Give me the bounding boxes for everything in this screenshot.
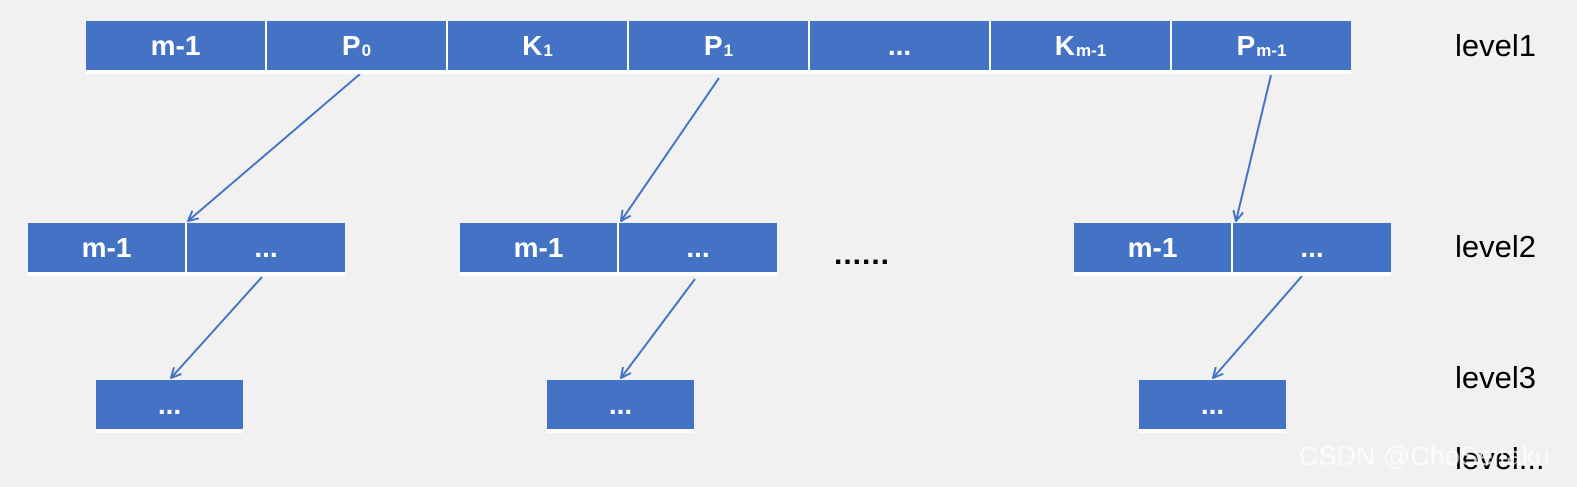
- leaf-ellipsis-cell: ...: [1139, 380, 1286, 433]
- child-key-count-cell: m-1: [28, 223, 187, 276]
- leaf-node-1: ...: [96, 380, 243, 433]
- arrow-p1-to-child-2: [621, 77, 720, 221]
- level-label-4: level...: [1455, 441, 1545, 476]
- sibling-ellipsis: ......: [834, 238, 891, 271]
- child-ellipsis-cell: ...: [619, 223, 777, 276]
- arrow-pm1-to-child-3: [1236, 74, 1272, 221]
- root-key-count-cell: m-1: [86, 21, 267, 74]
- cell-text: m-1: [150, 29, 201, 61]
- leaf-ellipsis-cell: ...: [547, 380, 694, 433]
- cell-text: ...: [887, 29, 912, 61]
- cell-subscript: m-1: [1256, 40, 1287, 60]
- cell-text: P: [703, 29, 723, 61]
- leaf-node-3: ...: [1139, 380, 1286, 433]
- child-node-3: m-1 ...: [1074, 223, 1391, 276]
- child-key-count-cell: m-1: [460, 223, 619, 276]
- level-label-1: level1: [1455, 28, 1536, 63]
- level-label-2: level2: [1455, 229, 1536, 264]
- leaf-node-2: ...: [547, 380, 694, 433]
- arrow-p0-to-child-1: [188, 73, 361, 221]
- cell-subscript: m-1: [1076, 40, 1107, 60]
- arrow-child-3-to-leaf-3: [1213, 275, 1303, 378]
- child-node-2: m-1 ...: [460, 223, 777, 276]
- cell-subscript: 0: [361, 40, 372, 60]
- arrow-child-2-to-leaf-2: [621, 278, 696, 378]
- child-ellipsis-cell: ...: [187, 223, 345, 276]
- cell-text: P: [1236, 29, 1256, 61]
- arrow-child-1-to-leaf-1: [171, 276, 263, 378]
- cell-text: K: [1054, 29, 1075, 61]
- level-label-3: level3: [1455, 360, 1536, 395]
- cell-subscript: 1: [723, 40, 734, 60]
- cell-subscript: 1: [543, 40, 553, 60]
- root-ellipsis-cell: ...: [810, 21, 991, 74]
- cell-text: P: [341, 29, 361, 61]
- child-ellipsis-cell: ...: [1233, 223, 1391, 276]
- watermark: CSDN @ChoSeitaku: [1299, 441, 1551, 471]
- cell-text: K: [522, 29, 543, 61]
- child-node-1: m-1 ...: [28, 223, 345, 276]
- child-key-count-cell: m-1: [1074, 223, 1233, 276]
- leaf-ellipsis-cell: ...: [96, 380, 243, 433]
